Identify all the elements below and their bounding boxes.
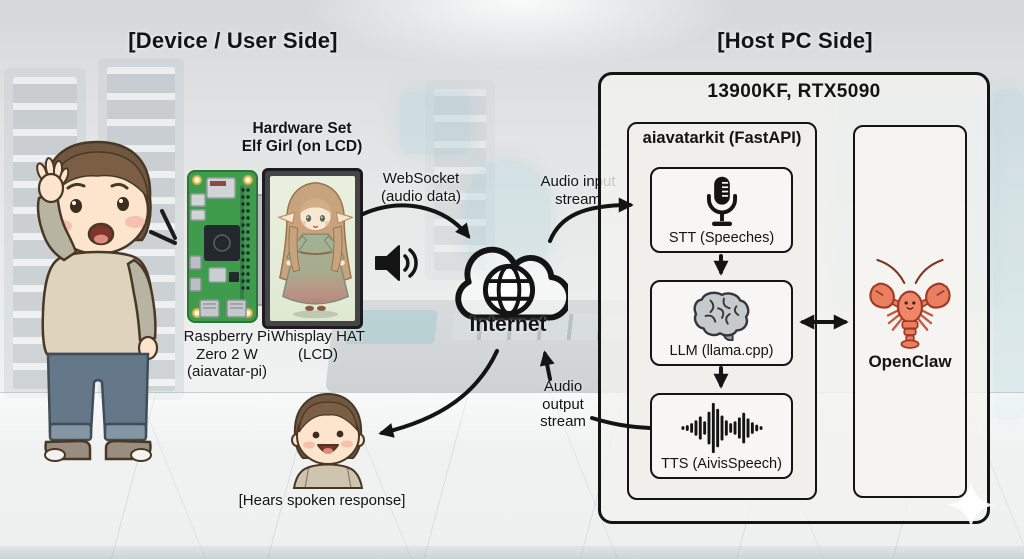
user-speaking-illustration xyxy=(36,140,159,462)
audio-output-label: Audio output stream xyxy=(540,378,586,431)
openclaw-label: OpenClaw xyxy=(868,352,952,371)
machine-spec-label: 13900KF, RTX5090 xyxy=(707,81,881,102)
console-edge xyxy=(0,546,1024,559)
tts-box: TTS (AivisSpeech) xyxy=(650,393,793,479)
lobster-icon xyxy=(869,258,951,349)
internet-label: Internet xyxy=(469,313,547,336)
whisplay-lcd xyxy=(262,168,363,329)
llm-label: LLM (llama.cpp) xyxy=(669,343,774,359)
waveform-icon xyxy=(681,402,762,454)
speaker-icon xyxy=(375,245,418,281)
hardware-set-label: Hardware Set Elf Girl (on LCD) xyxy=(241,120,363,156)
holo-screen-edge xyxy=(994,90,1024,420)
raspberry-pi-label: Raspberry Pi Zero 2 W (aiavatar-pi) xyxy=(183,328,271,381)
speech-lines-icon xyxy=(149,209,177,245)
websocket-label: WebSocket (audio data) xyxy=(380,170,462,205)
user-hearing-illustration xyxy=(291,392,365,489)
stt-label: STT (Speeches) xyxy=(668,230,775,246)
device-side-title: [Device / User Side] xyxy=(128,28,338,53)
brain-icon xyxy=(693,291,749,341)
microphone-icon xyxy=(706,176,737,226)
tts-label: TTS (AivisSpeech) xyxy=(661,456,782,472)
host-side-title: [Host PC Side] xyxy=(717,28,873,53)
hears-response-label: [Hears spoken response] xyxy=(238,492,406,509)
elf-girl-avatar xyxy=(277,181,354,319)
ceiling-light xyxy=(300,0,740,70)
internet-cloud-icon xyxy=(455,246,568,321)
llm-box: LLM (llama.cpp) xyxy=(650,280,793,366)
lcd-screen xyxy=(270,176,355,321)
holo-brain-panel xyxy=(400,92,470,154)
aiavatarkit-label: aiavatarkit (FastAPI) xyxy=(642,129,802,147)
sparkle-icon xyxy=(948,482,994,528)
stt-box: STT (Speeches) xyxy=(650,167,793,253)
raspberry-pi-board xyxy=(187,170,267,323)
server-rack-mid xyxy=(425,80,495,280)
whisplay-hat-label: Whisplay HAT (LCD) xyxy=(271,328,365,363)
